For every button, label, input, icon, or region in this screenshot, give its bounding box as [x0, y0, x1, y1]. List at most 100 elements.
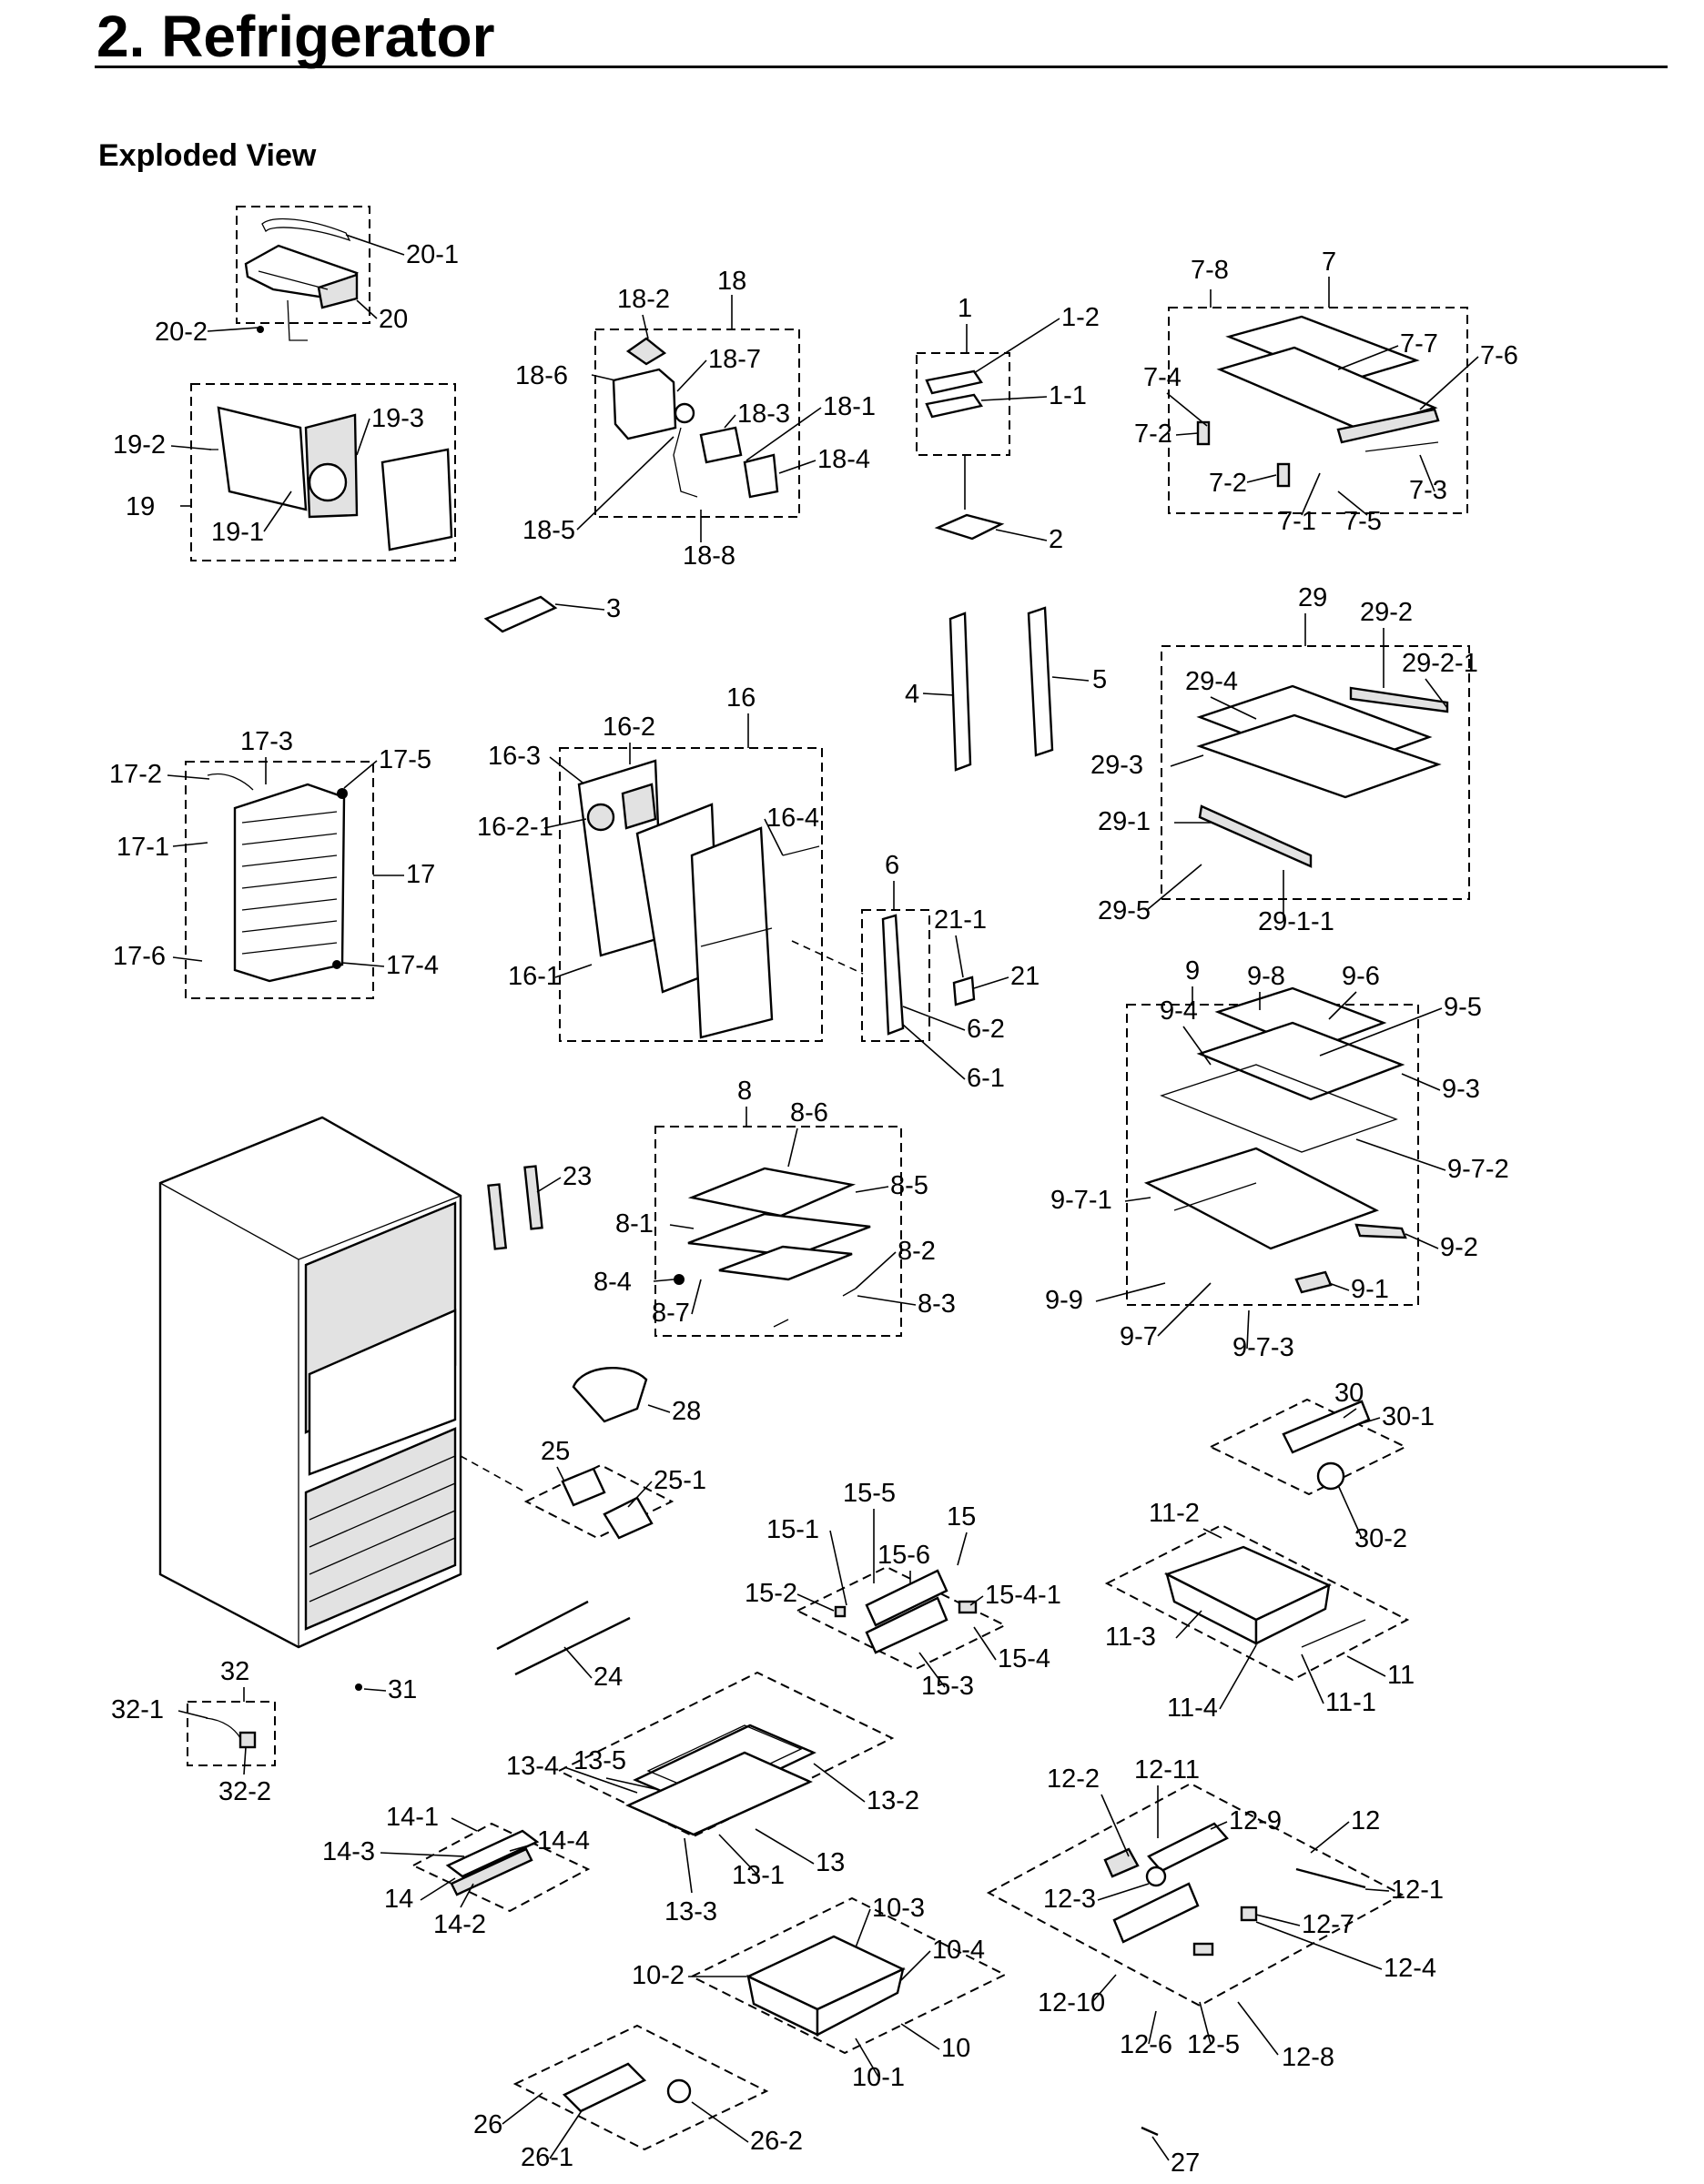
evaporator-part	[207, 773, 348, 983]
leader-line	[1337, 490, 1368, 516]
leader-line	[973, 976, 1009, 989]
part-32-2	[238, 1731, 257, 1749]
callout-label: 27	[1171, 2149, 1200, 2178]
callout-label: 13-3	[664, 1897, 717, 1926]
callout-label: 7-3	[1409, 476, 1447, 505]
callout-label: 12-2	[1047, 1764, 1100, 1794]
leader-line	[691, 1279, 702, 1315]
leader-line	[1148, 2010, 1157, 2045]
callout-label: 29-3	[1090, 751, 1143, 780]
page-title: 2. Refrigerator	[96, 4, 495, 69]
leader-line	[207, 327, 259, 332]
leader-line	[1328, 1282, 1350, 1291]
leader-line	[556, 1466, 565, 1482]
leader-line	[647, 1404, 671, 1413]
callout-label: 23	[563, 1162, 592, 1191]
leader-line	[1199, 2001, 1212, 2045]
leader-line	[554, 603, 605, 611]
leader-line	[857, 1295, 917, 1306]
callout-label: 12-7	[1302, 1910, 1354, 1939]
group-box-25	[523, 1463, 674, 1540]
callout-label: 20-2	[155, 318, 208, 347]
callout-label: 12-11	[1134, 1755, 1200, 1785]
callout-label: 1-1	[1049, 381, 1087, 410]
callout-label: 26-1	[521, 2143, 573, 2172]
part-27	[1141, 2126, 1159, 2137]
leader-line	[669, 1224, 695, 1229]
callout-label: 10	[941, 2034, 970, 2063]
callout-label: 12-10	[1038, 1988, 1105, 2017]
callout-label: 11-2	[1149, 1499, 1200, 1528]
callout-label: 18-1	[823, 392, 876, 421]
strip-part-23b	[523, 1165, 543, 1230]
ice-bucket-part	[209, 406, 453, 551]
leader-line	[922, 693, 955, 696]
part-drawings	[158, 217, 1449, 2137]
dispenser-panel-part	[577, 759, 820, 1039]
group-box-20	[236, 206, 370, 324]
callout-label: 9-4	[1160, 996, 1198, 1026]
part-30-2	[1316, 1461, 1345, 1491]
hinge-bracket-part	[925, 369, 1005, 541]
callout-label: 29-4	[1185, 667, 1238, 696]
leader-line	[170, 445, 212, 450]
callout-label: 9-9	[1045, 1286, 1083, 1315]
leader-line	[1405, 1233, 1439, 1249]
group-box-26	[512, 2024, 769, 2151]
leader-line	[605, 1777, 656, 1790]
leader-line	[536, 1177, 562, 1193]
leader-line	[1401, 1073, 1441, 1091]
leader-line	[1328, 991, 1357, 1020]
callout-label: 19-3	[371, 404, 424, 433]
leader-line	[764, 818, 784, 856]
callout-label: 13-5	[573, 1746, 626, 1775]
callout-label: 12-3	[1043, 1885, 1096, 1914]
callout-label: 15-4	[998, 1644, 1050, 1673]
callout-label: 31	[388, 1675, 417, 1704]
callout-label: 26-2	[750, 2127, 803, 2156]
leader-line	[642, 314, 649, 339]
callout-label: 18-2	[617, 285, 670, 314]
leader-line	[1319, 1007, 1443, 1057]
group-box-7	[1168, 307, 1468, 514]
leader-line	[1210, 696, 1257, 720]
callout-label: 32-2	[218, 1777, 271, 1806]
part-3	[483, 595, 558, 633]
leader-line	[1355, 1417, 1381, 1426]
part-25-1	[603, 1496, 654, 1540]
callout-label: 15	[947, 1502, 976, 1532]
part-26-1	[562, 2062, 647, 2113]
leader-line	[1124, 1197, 1151, 1202]
leader-line	[973, 318, 1060, 374]
leader-line	[167, 774, 210, 780]
shelf-part-7	[1196, 315, 1440, 488]
part-21	[952, 976, 976, 1006]
leader-line	[1301, 1653, 1324, 1704]
leader-line	[1182, 1026, 1212, 1066]
rail-part-5	[1027, 606, 1054, 757]
part-14	[445, 1829, 540, 1878]
leader-line	[172, 956, 203, 962]
callout-label: 21	[1010, 962, 1040, 991]
callout-label: 11-3	[1105, 1623, 1156, 1652]
leader-line	[1355, 1138, 1446, 1171]
callout-label: 14-4	[537, 1826, 590, 1855]
leader-line	[356, 418, 370, 456]
leader-line	[420, 1877, 456, 1901]
leader-line	[591, 374, 616, 381]
callout-label: 9-3	[1442, 1075, 1480, 1104]
callout-label: 20-1	[406, 240, 459, 269]
leader-line	[243, 1746, 247, 1775]
callout-label: 9-7-1	[1050, 1186, 1112, 1215]
callout-labels: 20-1 20 20-2 19-3 19-2 19 19-1 18 18-2 1…	[109, 240, 1518, 2178]
leader-line	[778, 460, 816, 474]
callout-label: 29-5	[1098, 896, 1151, 925]
assembly-line-16-6	[791, 940, 864, 975]
callout-label: 10-1	[852, 2063, 905, 2092]
callout-label: 30-2	[1354, 1524, 1407, 1553]
ice-maker-part	[244, 217, 359, 341]
leader-line	[1246, 1309, 1250, 1350]
group-box-10	[689, 1896, 1008, 2055]
leader-line	[1146, 864, 1202, 911]
leader-line	[955, 935, 964, 978]
